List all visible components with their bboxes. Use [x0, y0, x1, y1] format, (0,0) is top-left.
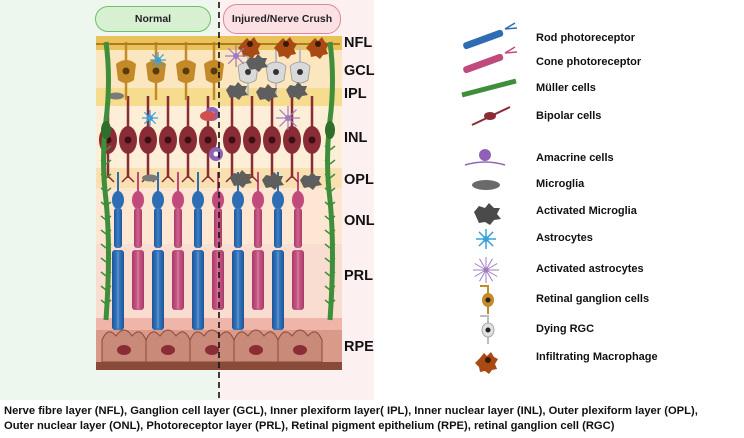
rpe-nucleus: [161, 345, 175, 355]
retina-cells: [96, 37, 340, 363]
rod-photoreceptor: [152, 172, 164, 330]
bipolar-cell: [179, 96, 197, 183]
legend-label: Amacrine cells: [536, 152, 614, 164]
rod-photoreceptor: [272, 172, 284, 330]
rod-photoreceptor: [232, 172, 244, 330]
legend-label: Retinal ganglion cells: [536, 293, 650, 305]
muller-cell-icon: [461, 78, 517, 98]
layer-label-gcl: GCL: [344, 63, 375, 79]
rpe-nucleus: [117, 345, 131, 355]
layer-label-opl: OPL: [344, 172, 374, 188]
layer-label-nfl: NFL: [344, 35, 373, 51]
activated-microglia: [300, 172, 322, 190]
bipolar-cell: [159, 96, 177, 183]
cone-photoreceptor: [292, 172, 304, 310]
activated-microglia: [256, 84, 278, 102]
layer-label-ipl: IPL: [344, 86, 367, 102]
microglia-icon: [472, 180, 500, 190]
bipolar-cell: [283, 96, 301, 183]
astrocyte: [150, 52, 166, 68]
rpe-nucleus: [205, 345, 219, 355]
infiltrating-macrophage: [238, 37, 261, 59]
legend-label: Activated Microglia: [536, 205, 637, 217]
legend-label: Cone photoreceptor: [536, 56, 642, 68]
infiltrating-macrophage: [306, 37, 329, 59]
muller-cell: [100, 41, 112, 321]
injured-header: Injured/Nerve Crush: [223, 4, 341, 34]
cone-photoreceptor-icon: [463, 46, 518, 74]
layer-label-onl: ONL: [344, 213, 375, 229]
retinal-ganglion-cell: [146, 42, 166, 100]
activated-microglia: [286, 82, 308, 100]
cone-photoreceptor: [172, 172, 184, 310]
bipolar-cell: [119, 96, 137, 183]
legend-label: Microglia: [536, 178, 585, 190]
activated-microglia: [262, 172, 284, 190]
activated-microglia: [246, 54, 268, 72]
infiltrating-macrophage: [274, 37, 297, 59]
footnote-line-1: Nerve fibre layer (NFL), Ganglion cell l…: [4, 405, 698, 417]
cone-photoreceptor: [132, 172, 144, 310]
layer-label-inl: INL: [344, 130, 368, 146]
legend-label: Rod photoreceptor: [536, 32, 635, 44]
astrocyte-icon: [476, 229, 496, 249]
activated-astrocyte: [225, 45, 247, 67]
cone-photoreceptor: [252, 172, 264, 310]
legend-label: Infiltrating Macrophage: [536, 351, 658, 363]
amacrine-cell: [209, 147, 223, 161]
normal-header: Normal: [95, 6, 211, 32]
rod-photoreceptor: [112, 172, 124, 330]
legend-label: Astrocytes: [536, 232, 593, 244]
dying-rgc: [265, 46, 287, 96]
bipolar-cell-icon: [471, 106, 511, 126]
activated-microglia: [230, 170, 252, 188]
footnote-line-2: Outer nuclear layer (ONL), Photoreceptor…: [4, 420, 615, 432]
activated-astrocyte-icon: [473, 257, 499, 283]
microglia: [108, 92, 124, 100]
cone-photoreceptor: [212, 172, 224, 310]
legend-label: Activated astrocytes: [536, 263, 644, 275]
macrophage-icon: [475, 352, 498, 374]
legend-label: Bipolar cells: [536, 110, 602, 122]
legend-icons: [461, 22, 518, 374]
activated-microglia-icon: [474, 203, 501, 225]
rod-photoreceptor-icon: [463, 22, 518, 50]
muller-cell: [324, 41, 336, 321]
dying-rgc-icon: [480, 315, 495, 344]
rod-photoreceptor: [192, 172, 204, 330]
activated-astrocyte: [276, 106, 300, 130]
amacrine-cell-icon: [464, 149, 506, 166]
microglia: [142, 174, 158, 182]
bipolar-terminal: [200, 111, 216, 121]
retinal-ganglion-cell-icon: [480, 285, 494, 314]
rpe-nucleus: [293, 345, 307, 355]
astrocyte: [142, 110, 158, 126]
legend-label: Dying RGC: [536, 323, 595, 335]
layer-label-prl: PRL: [344, 268, 373, 284]
retinal-ganglion-cell: [176, 42, 196, 100]
activated-microglia: [226, 82, 248, 100]
layer-label-rpe: RPE: [344, 339, 374, 355]
rpe-nucleus: [249, 345, 263, 355]
retinal-ganglion-cell: [116, 42, 136, 100]
legend-label: Müller cells: [536, 82, 596, 94]
